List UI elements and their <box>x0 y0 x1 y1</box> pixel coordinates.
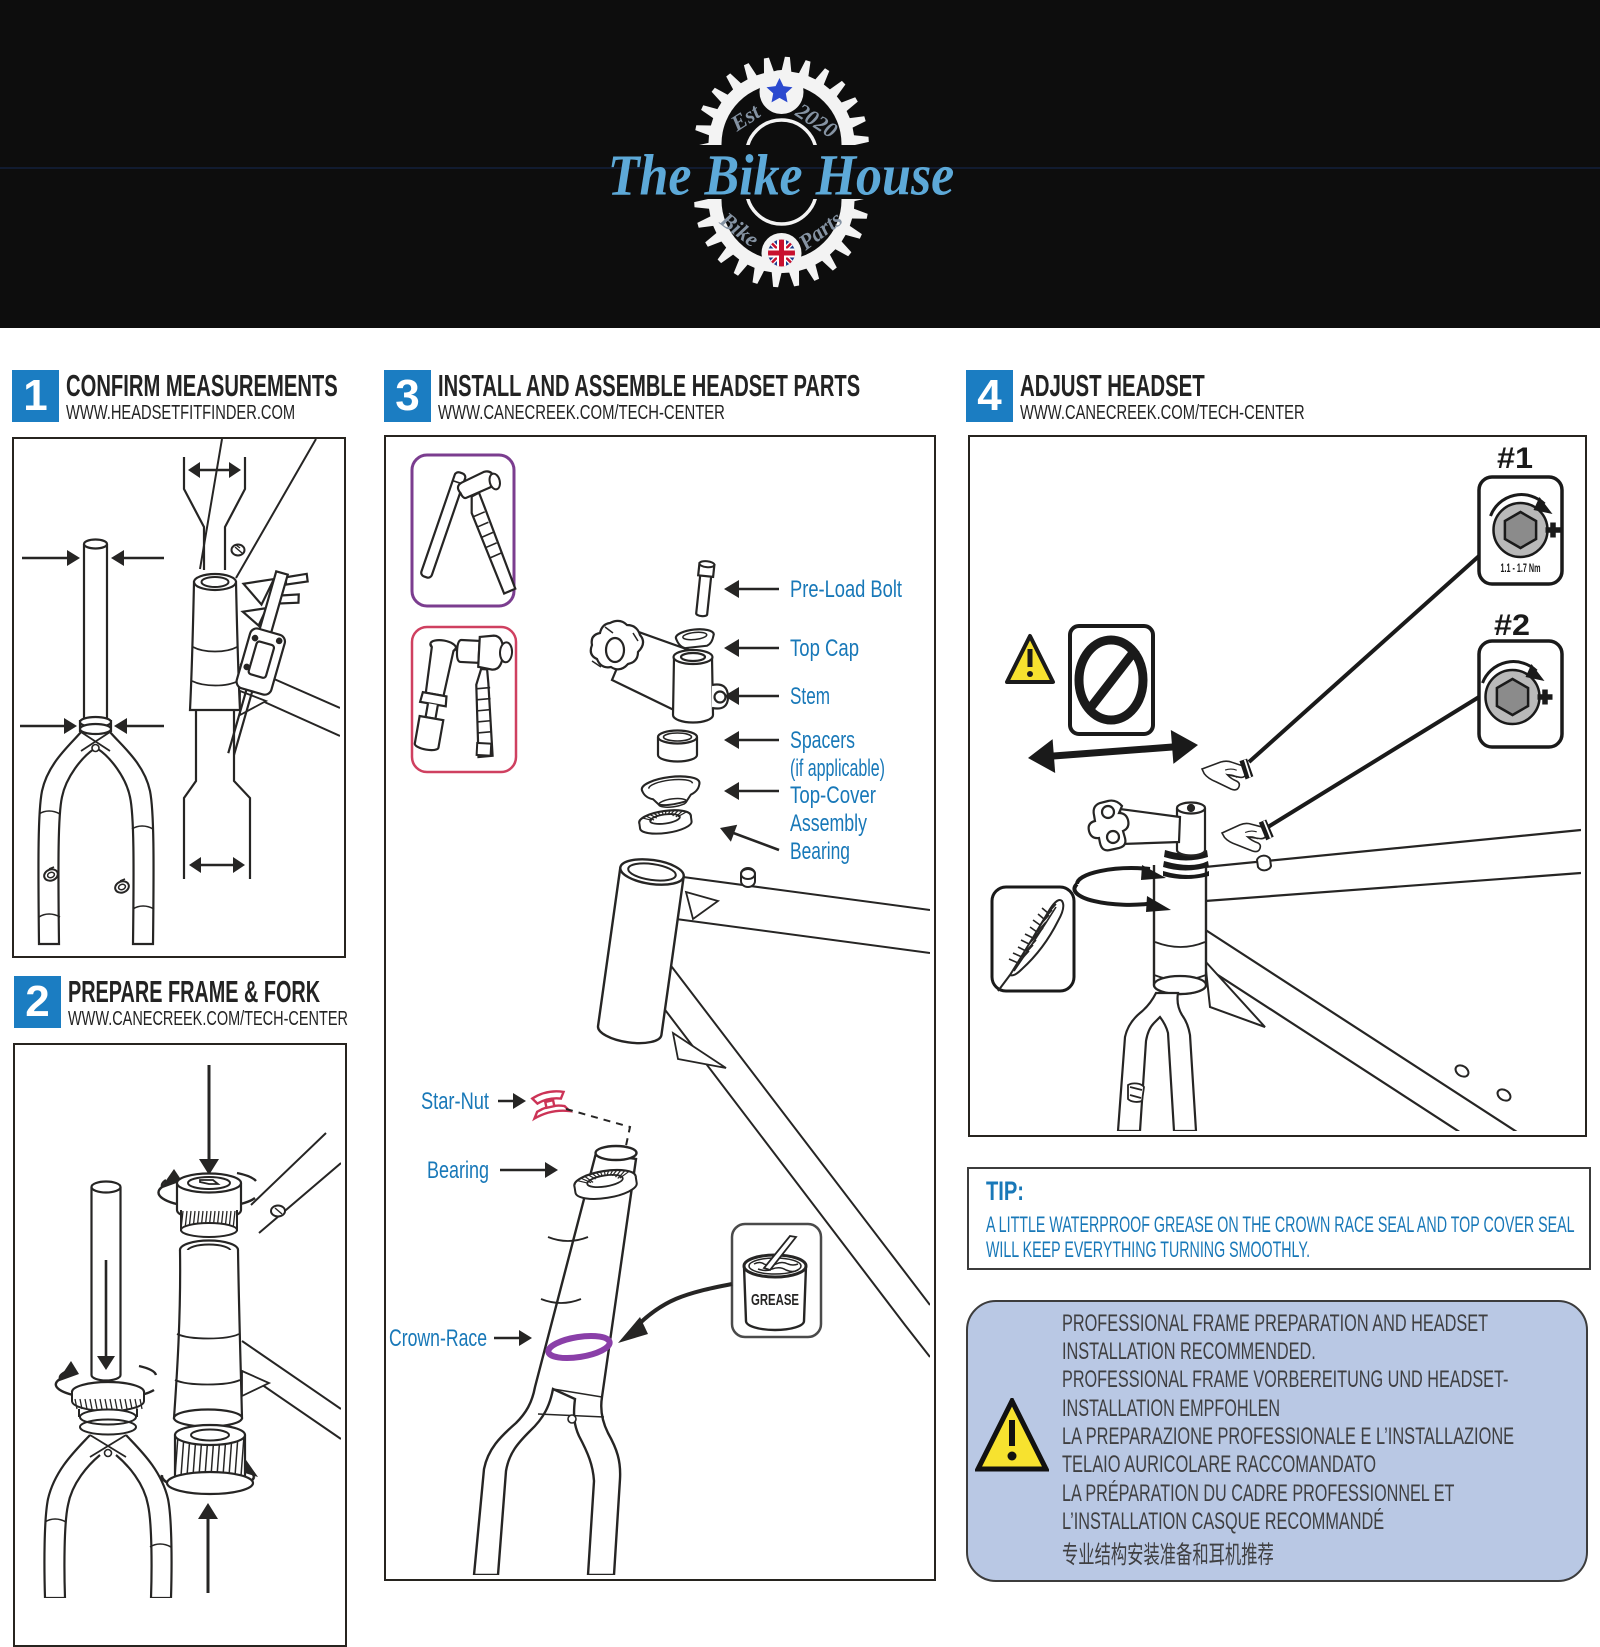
svg-text:Crown-Race: Crown-Race <box>389 1325 487 1352</box>
svg-text:Assembly: Assembly <box>790 810 867 837</box>
svg-text:#1: #1 <box>1497 442 1533 475</box>
svg-text:1.1 - 1.7 Nm: 1.1 - 1.7 Nm <box>1501 563 1541 575</box>
svg-text:Star-Nut: Star-Nut <box>421 1088 489 1115</box>
svg-text:#2: #2 <box>1494 609 1530 642</box>
svg-text:Top-Cover: Top-Cover <box>790 782 876 809</box>
svg-text:(if applicable): (if applicable) <box>790 755 885 782</box>
svg-text:GREASE: GREASE <box>751 1292 799 1309</box>
svg-text:Pre-Load Bolt: Pre-Load Bolt <box>790 576 902 603</box>
svg-text:Bearing: Bearing <box>427 1157 489 1184</box>
svg-text:Spacers: Spacers <box>790 727 855 754</box>
svg-text:The Bike House: The Bike House <box>608 143 955 207</box>
svg-text:Bearing: Bearing <box>790 838 850 865</box>
svg-text:Stem: Stem <box>790 683 830 710</box>
svg-text:Top Cap: Top Cap <box>790 635 859 662</box>
